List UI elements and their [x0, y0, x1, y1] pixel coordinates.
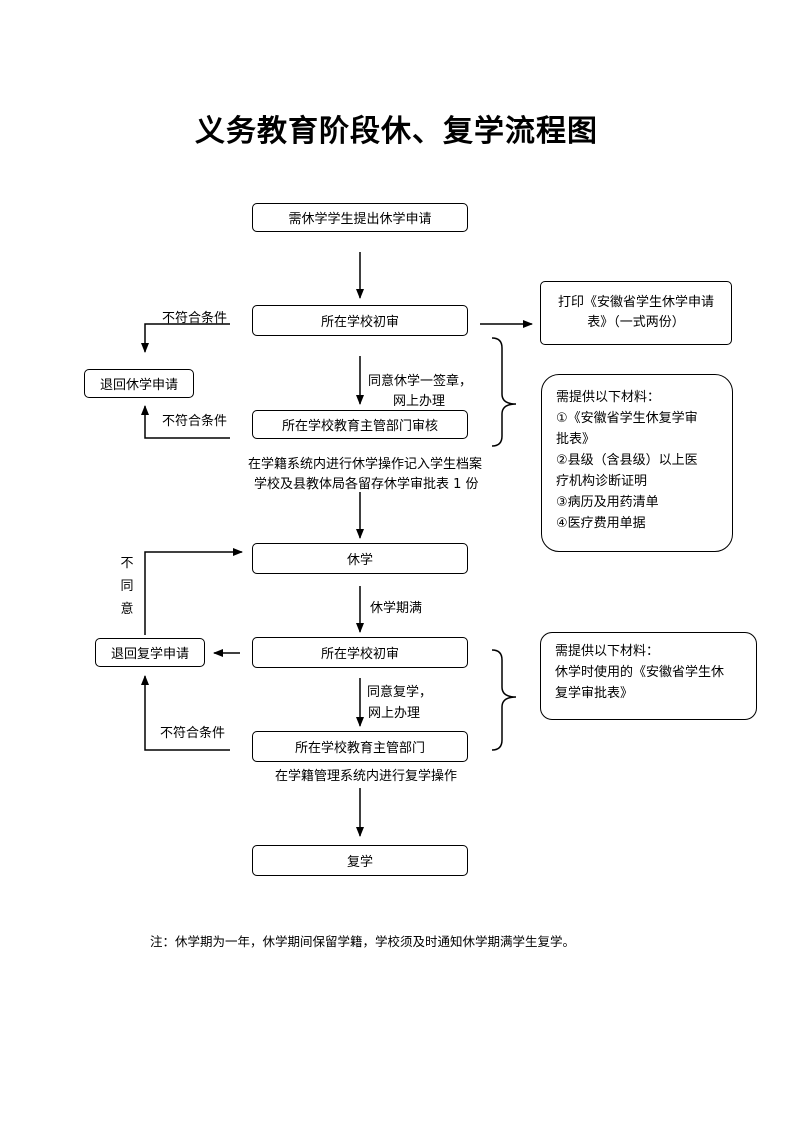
resume-materials-line: 休学时使用的《安徽省学生休: [555, 665, 725, 680]
footnote: 注：休学期为一年，休学期间保留学籍，学校须及时通知休学期满学生复学。: [150, 934, 576, 949]
materials-line: 需提供以下材料：: [556, 390, 661, 405]
not-qualified-label: 不符合条件: [162, 311, 228, 326]
withdraw-suspension-box: 退回休学申请: [84, 369, 194, 398]
materials-line: 疗机构诊断证明: [556, 474, 648, 489]
resume-operation-label: 在学籍管理系统内进行复学操作: [275, 769, 458, 784]
resume-materials-box: 需提供以下材料： 休学时使用的《安徽省学生休 复学审批表》: [540, 632, 757, 720]
brace-resume: [491, 649, 517, 751]
dept-resume-box: 所在学校教育主管部门: [252, 731, 468, 762]
print-form-line-1: 打印《安徽省学生休学申请: [557, 295, 714, 310]
materials-line: ②县级（含县级）以上医: [556, 453, 698, 468]
withdraw-resume-box: 退回复学申请: [95, 638, 205, 667]
arrow-reject-from-dept1: [141, 405, 230, 439]
agree-suspend-label: 同意休学一签章，: [368, 374, 473, 389]
record-archive-label: 在学籍系统内进行休学操作记入学生档案: [248, 457, 483, 472]
materials-line: ③病历及用药清单: [556, 495, 659, 510]
online-handle-label: 网上办理: [393, 394, 446, 409]
keep-form-label: 学校及县教体局各留存休学审批表 1 份: [254, 477, 479, 492]
materials-line: ④医疗费用单据: [556, 516, 646, 531]
resume-materials-line: 需提供以下材料：: [555, 644, 660, 659]
resume-box: 复学: [252, 845, 468, 876]
brace-suspend: [491, 337, 517, 447]
print-form-box: 打印《安徽省学生休学申请 表》（一式两份）: [540, 281, 732, 345]
arrow-reject-from-review1: [141, 323, 230, 353]
apply-suspension-box: 需休学学生提出休学申请: [252, 203, 468, 232]
online-handle-label: 网上办理: [368, 706, 421, 721]
dept-review-box: 所在学校教育主管部门审核: [252, 410, 468, 439]
resume-materials-line: 复学审批表》: [555, 686, 634, 701]
arrow-reject-from-dept2: [141, 675, 230, 751]
school-review-box: 所在学校初审: [252, 305, 468, 336]
suspend-expire-label: 休学期满: [370, 601, 423, 616]
suspension-materials-box: 需提供以下材料： ①《安徽省学生休复学审 批表》 ②县级（含县级）以上医 疗机构…: [541, 374, 733, 552]
suspension-box: 休学: [252, 543, 468, 574]
not-qualified-label: 不符合条件: [160, 726, 226, 741]
materials-line: 批表》: [556, 432, 596, 447]
not-qualified-label: 不符合条件: [162, 414, 228, 429]
materials-line: ①《安徽省学生休复学审: [556, 411, 698, 426]
arrow-disagree-loop: [144, 548, 243, 635]
agree-resume-label: 同意复学，: [367, 685, 433, 700]
disagree-label: 不 同 意: [120, 556, 134, 617]
school-review-resume-box: 所在学校初审: [252, 637, 468, 668]
print-form-line-2: 表》（一式两份）: [587, 315, 685, 330]
page-title: 义务教育阶段休、复学流程图: [195, 114, 598, 149]
